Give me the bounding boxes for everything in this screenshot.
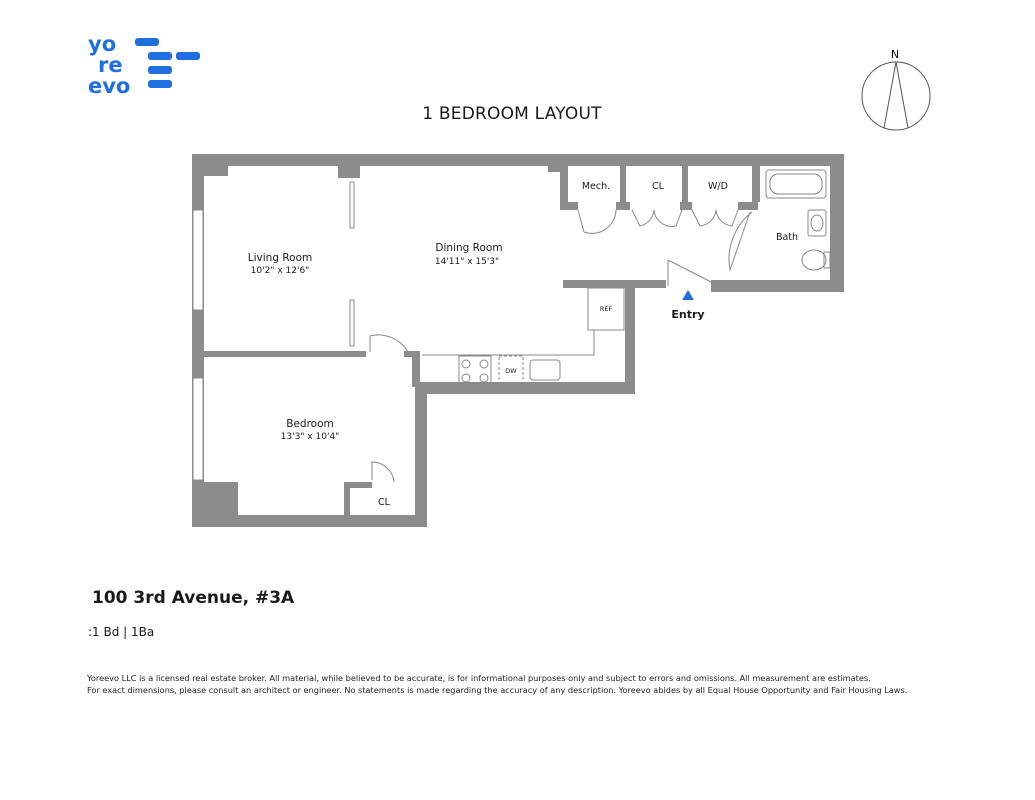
compass-north-label: N [891,48,899,61]
disclaimer-line-2: For exact dimensions, please consult an … [87,685,908,695]
dw-label: DW [505,367,517,375]
bedroom-label: Bedroom [286,418,334,430]
dining-room-label: Dining Room [435,242,502,254]
closet-label-1: CL [652,181,665,192]
unit-info: :1 Bd | 1Ba [88,625,155,639]
bedroom-dims: 13'3" x 10'4" [281,432,340,442]
bath-label: Bath [776,232,798,243]
logo-text-yo: yo [88,34,116,56]
dining-room-dims: 14'11" x 15'3" [435,257,499,267]
logo-text-re: re [98,53,123,77]
living-room-label: Living Room [248,252,312,264]
entry-label: Entry [671,308,704,321]
floor-plan: Living Room 10'2" x 12'6" Dining Room 14… [192,154,844,527]
ref-label: REF [600,305,613,313]
fixtures [349,169,831,483]
entry-marker-icon [682,290,694,300]
windows [192,209,204,481]
living-room-dims: 10'2" x 12'6" [251,266,310,276]
closet-label-2: CL [378,497,391,508]
mech-label: Mech. [582,181,610,192]
layout-title: 1 BEDROOM LAYOUT [422,104,602,124]
listing-address: 100 3rd Avenue, #3A [92,588,295,608]
yoreevo-logo: yo re evo [88,34,200,98]
disclaimer: Yoreevo LLC is a licensed real estate br… [87,672,917,696]
plan-walls [192,154,844,527]
logo-text-evo: evo [88,74,130,98]
disclaimer-line-1: Yoreevo LLC is a licensed real estate br… [87,673,871,683]
wd-label: W/D [708,181,728,192]
north-arrow-icon: N [861,48,931,131]
